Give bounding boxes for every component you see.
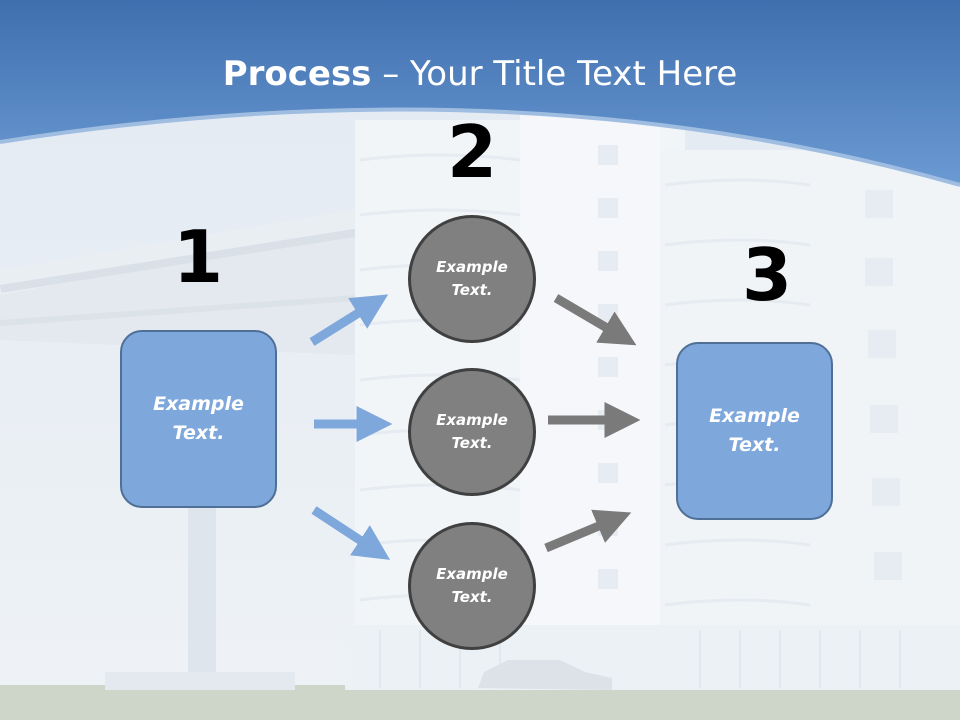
header-band bbox=[0, 0, 960, 185]
step-number-3: 3 bbox=[741, 233, 793, 317]
circle-bottom-text: Example Text. bbox=[436, 565, 508, 606]
step-2-circle-bottom: Example Text. bbox=[408, 522, 536, 650]
step-3-box: Example Text. bbox=[676, 342, 833, 520]
arrow-1-to-2c bbox=[311, 506, 391, 560]
step-1-text: Example Text. bbox=[153, 393, 244, 444]
step-3-text: Example Text. bbox=[709, 405, 800, 456]
arrow-2c-to-3 bbox=[544, 509, 632, 553]
step-number-2: 2 bbox=[446, 110, 498, 194]
circle-top-text: Example Text. bbox=[436, 258, 508, 299]
title-rest: – Your Title Text Here bbox=[371, 54, 738, 94]
building-shape bbox=[345, 110, 960, 690]
step-2-circle-middle: Example Text. bbox=[408, 368, 536, 496]
title-bold: Process bbox=[222, 54, 372, 94]
arrow-1-to-2a bbox=[309, 294, 389, 346]
step-2-circle-top: Example Text. bbox=[408, 215, 536, 343]
step-1-box: Example Text. bbox=[120, 330, 277, 508]
slide-title: Process – Your Title Text Here bbox=[0, 52, 960, 96]
circle-middle-text: Example Text. bbox=[436, 411, 508, 452]
step-number-1: 1 bbox=[172, 215, 224, 299]
arrow-2a-to-3 bbox=[553, 294, 637, 346]
